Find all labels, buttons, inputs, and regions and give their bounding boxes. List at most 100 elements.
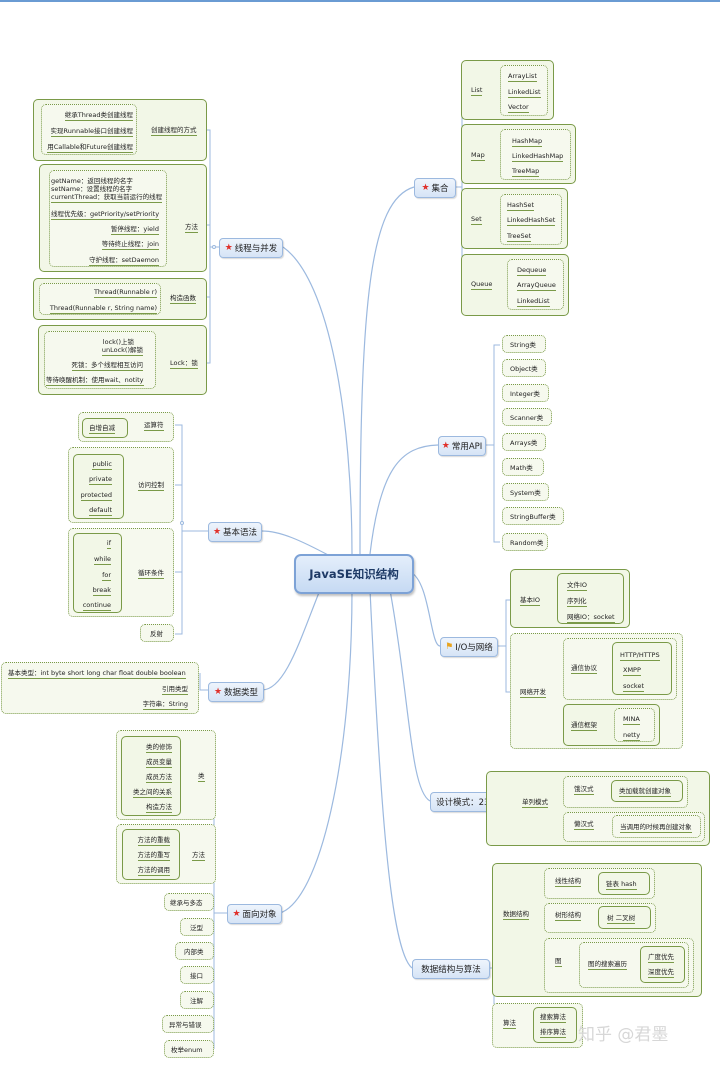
- list-item-1: ArrayList: [508, 72, 537, 82]
- group-oop-method-items: [122, 829, 180, 880]
- top-border: [0, 0, 720, 2]
- group-thread-ctor-items: [39, 283, 161, 315]
- node-api[interactable]: ★ 常用API: [438, 436, 486, 456]
- datatype-string: 字符串：String: [142, 700, 188, 710]
- thread-method-item-1: getName：返回线程的名字: [51, 177, 133, 185]
- oop-other-6: 异常与错误: [169, 1021, 202, 1029]
- dsa-tree-desc: 树 二叉树: [607, 914, 636, 924]
- api-box-3: [502, 384, 549, 402]
- thread-create-item-3: 用Callable和Future创建线程: [47, 143, 133, 153]
- thread-method-item-4: 线程优先级：getPriority/setPriority: [51, 210, 160, 220]
- star-icon: ★: [213, 687, 223, 697]
- list-item-3: Vector: [508, 103, 529, 113]
- oop-class-label: 类: [198, 772, 205, 782]
- node-syntax-label: 基本语法: [223, 528, 258, 538]
- loop-item-3: for: [102, 571, 111, 581]
- thread-method-item-5: 暂停线程：yield: [110, 225, 159, 235]
- collapse-dot-icon[interactable]: [180, 521, 184, 525]
- group-map-items: [500, 129, 571, 180]
- queue-item-2: ArrayQueue: [517, 281, 556, 291]
- io-basic-item-3: 网络IO：socket: [567, 613, 615, 623]
- pattern-hungry-desc: 类加载就创建对象: [619, 787, 671, 797]
- api-item-9: Random类: [510, 539, 544, 547]
- set-item-2: LinkedHashSet: [507, 216, 556, 226]
- api-item-2: Object类: [510, 365, 538, 373]
- oop-class-item-4: 类之间的关系: [133, 788, 172, 798]
- node-datatypes-label: 数据类型: [224, 688, 259, 698]
- dsa-algo-item-1: 搜索算法: [540, 1013, 566, 1023]
- api-box-6: [502, 458, 544, 476]
- api-box-7: [502, 483, 549, 501]
- group-io-protocol-items: [612, 642, 672, 695]
- group-loops-items: [73, 533, 122, 613]
- dsa-linear-desc: 链表 hash: [606, 880, 637, 890]
- io-framework-item-1: MINA: [623, 715, 640, 725]
- oop-other-4: 接口: [190, 972, 203, 980]
- collapse-dot-icon[interactable]: [212, 245, 216, 249]
- api-box-2: [502, 359, 546, 377]
- api-box-8: [502, 507, 564, 525]
- group-oop-other-5: [180, 991, 214, 1009]
- io-basic-item-2: 序列化: [567, 597, 587, 607]
- loop-item-5: continue: [82, 601, 111, 611]
- node-dsa[interactable]: 数据结构与算法: [412, 959, 490, 979]
- dsa-algo-item-2: 排序算法: [540, 1028, 566, 1038]
- node-io[interactable]: ⚑ I/O与网络: [440, 637, 498, 657]
- group-io-framework-items: [614, 708, 655, 742]
- group-oop-other-1: [164, 893, 214, 911]
- datatype-basic: 基本类型：int byte short long char float doub…: [8, 669, 186, 679]
- group-dsa-algo-items: [533, 1007, 577, 1043]
- thread-method-item-6: 等待终止线程：join: [101, 240, 159, 250]
- api-item-8: StringBuffer类: [510, 513, 556, 521]
- node-dsa-label: 数据结构与算法: [421, 965, 481, 975]
- node-oop[interactable]: ★ 面向对象: [227, 904, 282, 924]
- group-thread-create-items: [41, 104, 137, 155]
- star-icon: ★: [232, 909, 241, 919]
- thread-lock-item-3: 死锁：多个线程相互访问: [71, 361, 143, 371]
- group-reflection: [140, 624, 174, 642]
- node-syntax[interactable]: ★ 基本语法: [208, 522, 262, 542]
- reflection-label: 反射: [150, 630, 163, 638]
- io-protocol-item-1: HTTP/HTTPS: [620, 651, 660, 661]
- datatype-reference: 引用类型: [162, 685, 188, 695]
- access-label: 访问控制: [138, 481, 164, 491]
- api-box-1: [502, 335, 546, 353]
- star-icon: ★: [441, 441, 450, 451]
- list-label: List: [471, 86, 483, 96]
- thread-lock-item-2: unLock()解锁: [101, 346, 143, 356]
- group-datatypes: [1, 662, 199, 714]
- loop-item-1: if: [106, 539, 111, 549]
- group-thread-methods-items: [49, 170, 167, 267]
- map-label: Map: [471, 151, 485, 161]
- oop-method-item-3: 方法的调用: [137, 866, 170, 876]
- api-box-4: [502, 408, 552, 426]
- central-topic[interactable]: JavaSE知识结构: [294, 554, 414, 594]
- group-oop-other-2: [180, 918, 214, 936]
- thread-lock-label: Lock：锁: [170, 359, 198, 369]
- group-oop-other-6: [162, 1015, 214, 1033]
- api-item-7: System类: [510, 489, 541, 497]
- io-framework-item-2: netty: [623, 731, 641, 741]
- map-item-1: HashMap: [512, 137, 543, 147]
- oop-other-2: 泛型: [190, 924, 203, 932]
- group-pattern-hungry-desc: [611, 780, 683, 802]
- node-datatypes[interactable]: ★ 数据类型: [208, 682, 264, 702]
- node-collections[interactable]: ★ 集合: [414, 178, 456, 198]
- group-pattern-lazy-desc: [612, 815, 701, 838]
- star-icon: ★: [224, 243, 233, 253]
- dsa-algo-label: 算法: [503, 1019, 516, 1029]
- oop-other-1: 继承与多态: [170, 899, 203, 907]
- pattern-lazy-label: 懒汉式: [574, 820, 594, 830]
- dsa-graph-search: 图的搜索遍历: [588, 960, 627, 970]
- set-item-1: HashSet: [507, 201, 535, 211]
- flag-icon: ⚑: [445, 642, 454, 652]
- pattern-lazy-desc: 当调用的时候再创建对象: [620, 823, 692, 833]
- api-item-6: Math类: [510, 464, 533, 472]
- thread-create-item-1: 继承Thread类创建线程: [64, 111, 133, 121]
- api-item-4: Scanner类: [510, 414, 544, 422]
- dsa-graph-item-2: 深度优先: [648, 968, 674, 978]
- io-basic-item-1: 文件IO: [567, 581, 588, 591]
- io-net-label: 网络开发: [520, 688, 546, 698]
- group-operators-items: [82, 418, 128, 438]
- node-threads[interactable]: ★ 线程与并发: [219, 238, 283, 258]
